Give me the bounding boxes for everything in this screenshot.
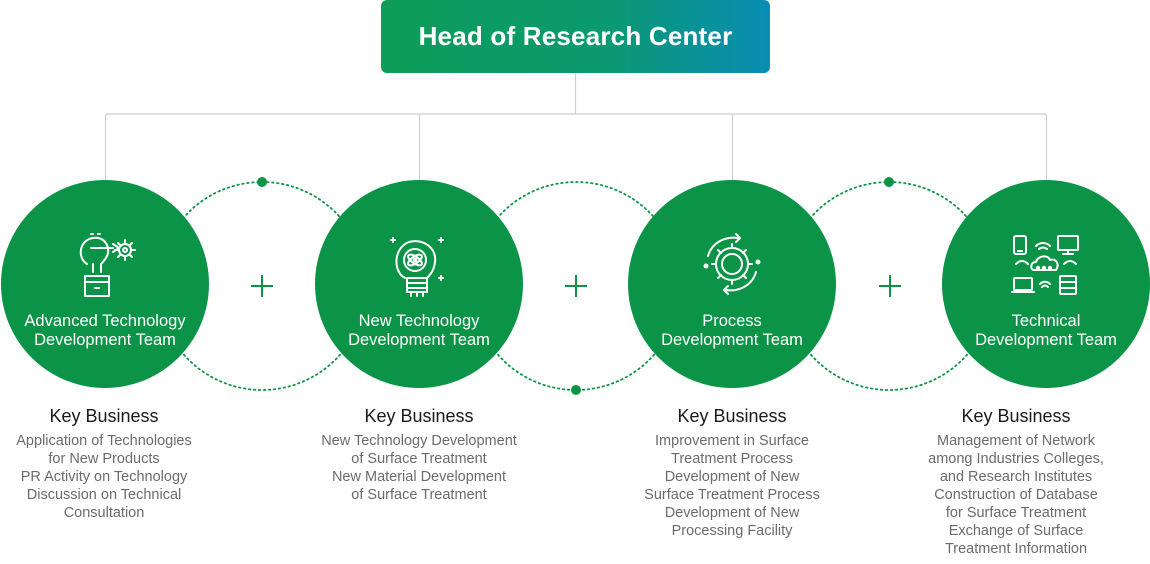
key-business-line: among Industries Colleges, [928,451,1104,467]
team-name-line-2: Development Team [975,331,1117,349]
key-business-line: Improvement in Surface [655,433,809,449]
key-business-line: Development of New [664,469,800,485]
team-name: Process Development Team [628,312,836,350]
key-business-list: New Technology Development of Surface Tr… [289,432,549,504]
key-business-line: New Material Development [331,469,507,485]
gear-cycle-icon [703,233,761,295]
team-advanced-technology: Advanced Technology Development Team [1,180,209,388]
team-name-line-1: New Technology [358,312,480,330]
team-name: New Technology Development Team [315,312,523,350]
key-business-line: PR Activity on Technology [20,469,188,485]
lightbulb-atom-icon [390,237,444,297]
key-business-line: for New Products [48,451,160,467]
head-title: Head of Research Center [418,21,733,51]
key-business-title: Key Business [364,406,474,426]
key-business-line: Treatment Information [944,541,1088,557]
key-business-line: of Surface Treatment [351,451,487,467]
key-business-line: Exchange of Surface [948,523,1084,539]
key-business-line: and Research Institutes [939,469,1093,485]
team-name: Advanced Technology Development Team [1,312,209,350]
plus-icon [251,275,273,297]
key-business-line: Processing Facility [671,523,793,539]
team-name-line-2: Development Team [661,331,803,349]
key-business-line: Management of Network [937,433,1095,449]
head-of-research-center-box: Head of Research Center [381,0,770,73]
team-name: Technical Development Team [942,312,1150,350]
key-business-title: Key Business [49,406,159,426]
team-name-line-2: Development Team [348,331,490,349]
ring-dot-2 [571,385,581,395]
key-business-line: for Surface Treatment [945,505,1087,521]
plus-icon [565,275,587,297]
key-business-line: Consultation [63,505,145,521]
team-name-line-1: Technical [1011,312,1081,330]
ring-dot-1 [257,177,267,187]
plus-icon [879,275,901,297]
key-business-line: Application of Technologies [16,433,192,449]
key-business-title: Key Business [677,406,787,426]
key-business-line: Surface Treatment Process [644,487,820,503]
key-business-line: Construction of Database [934,487,1098,503]
network-devices-icon [1011,235,1079,295]
key-business-line: Discussion on Technical [26,487,182,503]
key-business-line: Development of New [664,505,800,521]
key-business-list: Improvement in Surface Treatment Process… [602,432,862,540]
key-business-title: Key Business [961,406,1071,426]
key-business-list: Application of Technologies for New Prod… [0,432,234,522]
team-new-technology: New Technology Development Team [315,180,523,388]
ring-dot-3 [884,177,894,187]
team-name-line-1: Process [702,312,762,330]
key-business-list: Management of Network among Industries C… [886,432,1146,558]
key-business-line: Treatment Process [671,451,793,467]
team-technical: Technical Development Team [942,180,1150,388]
lightbulb-gear-box-icon [79,233,136,297]
key-business-line: New Technology Development [321,433,517,449]
team-process: Process Development Team [628,180,836,388]
team-name-line-1: Advanced Technology [24,312,186,330]
key-business-line: of Surface Treatment [351,487,487,503]
team-name-line-2: Development Team [34,331,176,349]
